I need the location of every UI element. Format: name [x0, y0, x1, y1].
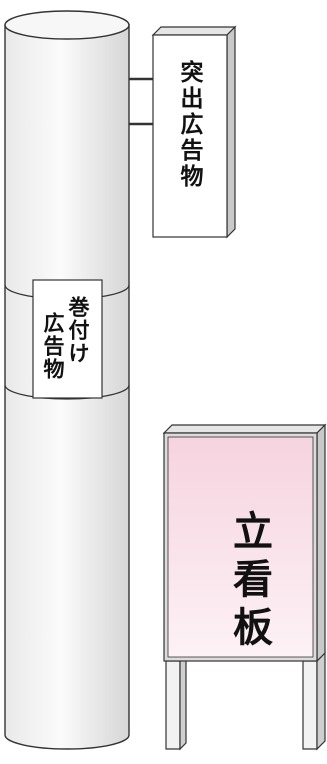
- wrap-sign-label-line1: 巻付け: [66, 296, 91, 365]
- standing-sign: [162, 423, 327, 751]
- standing-sign-label: 立看板: [226, 510, 273, 654]
- wrap-sign-label-line2: 広告物: [41, 312, 66, 381]
- protruding-sign: [151, 25, 237, 239]
- protruding-sign-label: 突出広告物: [176, 60, 203, 190]
- wrap-sign: [32, 279, 103, 399]
- sign-brackets: [129, 77, 153, 126]
